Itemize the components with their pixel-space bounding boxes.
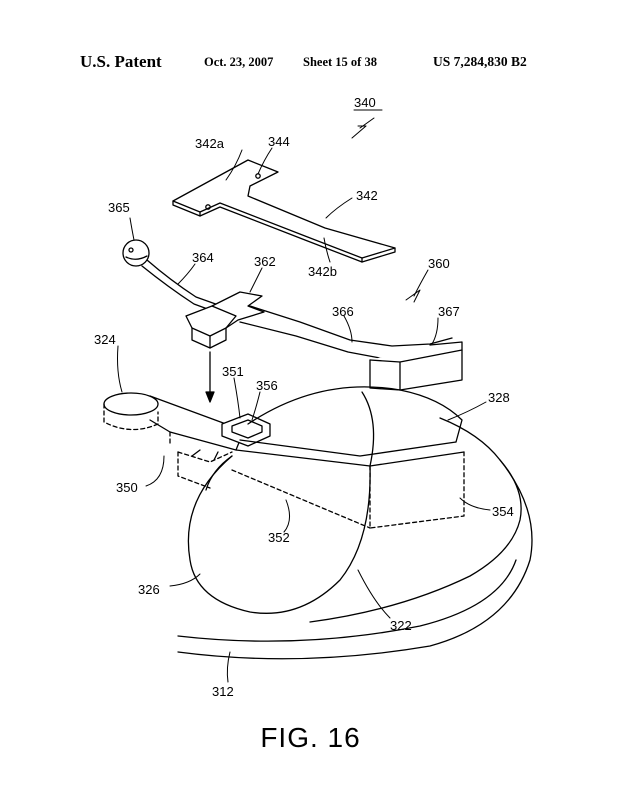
reference-labels: 340 342a 344 342 342b 365 364 362 360 36… — [94, 95, 514, 699]
figure-caption: FIG. 16 — [260, 722, 361, 753]
label-324: 324 — [94, 332, 116, 347]
leader-lines — [117, 117, 491, 683]
label-362: 362 — [254, 254, 276, 269]
label-342a: 342a — [195, 136, 225, 151]
label-360: 360 — [428, 256, 450, 271]
label-344: 344 — [268, 134, 290, 149]
header-patent-number: US 7,284,830 B2 — [433, 54, 527, 69]
label-340: 340 — [354, 95, 376, 110]
label-367: 367 — [438, 304, 460, 319]
header-date: Oct. 23, 2007 — [204, 55, 274, 69]
label-356: 356 — [256, 378, 278, 393]
label-352: 352 — [268, 530, 290, 545]
label-322: 322 — [390, 618, 412, 633]
label-328: 328 — [488, 390, 510, 405]
label-354: 354 — [492, 504, 514, 519]
plate-342 — [172, 159, 396, 263]
label-365: 365 — [108, 200, 130, 215]
label-342: 342 — [356, 188, 378, 203]
page-header: U.S. Patent Oct. 23, 2007 Sheet 15 of 38… — [0, 52, 621, 76]
label-366: 366 — [332, 304, 354, 319]
label-351: 351 — [222, 364, 244, 379]
header-publication: U.S. Patent — [80, 52, 162, 71]
label-342b: 342b — [308, 264, 337, 279]
assembly-arrow — [205, 351, 215, 403]
label-350: 350 — [116, 480, 138, 495]
label-364: 364 — [192, 250, 214, 265]
lower-assembly — [103, 386, 533, 660]
header-sheet: Sheet 15 of 38 — [303, 55, 377, 69]
label-312: 312 — [212, 684, 234, 699]
lever-360 — [122, 239, 463, 391]
label-326: 326 — [138, 582, 160, 597]
